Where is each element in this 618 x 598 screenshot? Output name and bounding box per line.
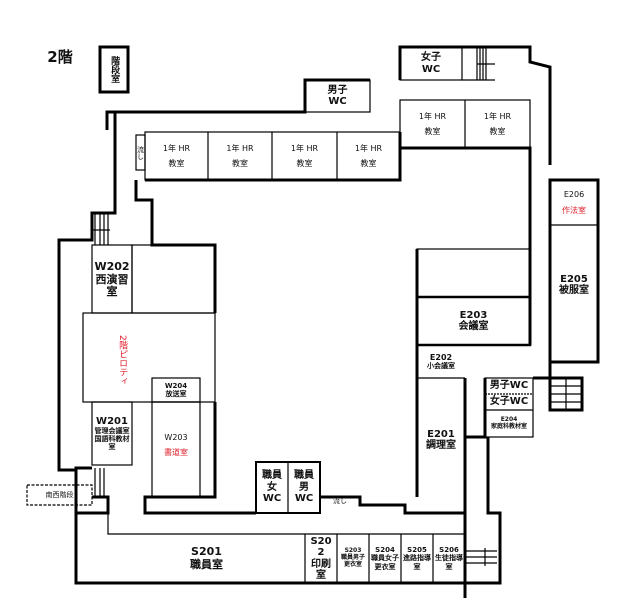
label: 職員 [294,470,314,482]
area-piloti: 2階ピロティ [117,334,128,386]
room-code: S206 [439,546,459,555]
label: WC [328,96,347,107]
room-stairwell: 階段室 [109,56,120,83]
label: WC [294,493,314,505]
label: 女子 [421,52,441,63]
room-boys-wc-east: 男子WC [489,380,529,392]
label: 1年 HR [226,143,254,153]
room-hr-6: 1年 HR 教室 [465,100,530,148]
room-name: 職員女子更衣室 [371,554,399,571]
room-code: W201 [96,415,128,427]
room-code: S204 [375,546,395,555]
room-name: 生徒指導室 [435,554,463,571]
room-code: E206 [563,190,585,200]
label: 教室 [296,159,313,168]
label: 男 [299,481,309,493]
room-code: E202 [429,352,453,362]
room-hr-4: 1年 HR 教室 [337,132,400,180]
label: 1年 HR [418,111,447,121]
room-name: 会議室 [458,321,489,332]
label: 1年 HR [354,143,383,153]
room-name: 職員男子更衣室 [341,554,366,568]
label: 教室 [424,127,441,136]
room-hr-2: 1年 HR 教室 [208,132,272,180]
room-name: 管理会議室 国語科教材室 [94,427,130,452]
room-name: 職員室 [190,557,223,571]
room-hr-3: 1年 HR 教室 [272,132,337,180]
room-name: 進路指導室 [403,554,431,571]
label: 男子 [327,84,348,96]
room-code: S203 [344,547,362,555]
label: 教室 [168,159,185,168]
room-code: W204 [164,381,188,390]
room-code: E203 [459,309,488,321]
room-name: 調理室 [426,440,456,451]
room-code: W203 [164,432,188,442]
room-code: E204 [500,415,518,423]
room-code: S205 [407,546,427,555]
room-code: S201 [191,544,222,558]
room-girls-wc-east: 女子WC [489,396,529,408]
label: 1年 HR [290,143,319,153]
room-code: S202 [310,535,332,559]
room-name: 小会議室 [427,362,455,371]
label: WC [262,493,282,505]
room-name: 被服室 [559,285,589,296]
label: 教室 [489,127,506,136]
room-name: 作法室 [562,205,586,215]
label: 職員 [262,470,282,482]
room-sink-south: 流し [333,496,347,505]
room-hr-1: 1年 HR 教室 [145,132,208,180]
label: 教室 [232,159,248,168]
label: 女 [267,481,277,493]
room-w203: W203 書道室 [152,425,200,465]
room-name: 家庭科教材室 [490,422,527,430]
room-code: E201 [427,428,455,440]
sw-stairs: 南西階段 [45,490,74,499]
label: 1年 HR [483,111,512,121]
room-name: 書道室 [164,448,188,457]
room-name: 放送室 [165,390,187,398]
room-hr-5: 1年 HR 教室 [400,100,465,148]
room-code: W202 [94,260,130,274]
room-sink-north: 流し [136,145,145,160]
room-name: 西演習室 [95,272,129,299]
label: 1年 HR [162,143,191,153]
room-name: 印刷室 [311,558,331,582]
label: WC [421,63,441,75]
label: 教室 [360,159,377,168]
floor-title: 2階 [47,48,73,67]
room-code: E205 [560,273,588,285]
room-e206: E206 作法室 [550,180,598,225]
